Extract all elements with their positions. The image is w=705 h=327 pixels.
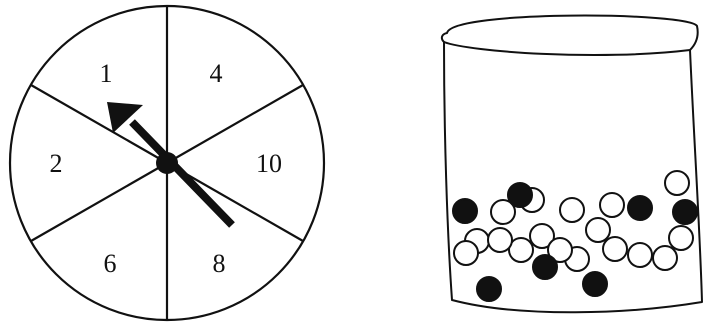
spinner-arrow xyxy=(107,102,232,225)
white-marble xyxy=(653,246,677,270)
black-marble xyxy=(673,200,697,224)
black-marble xyxy=(533,255,557,279)
black-marble xyxy=(508,183,532,207)
spinner-divider xyxy=(167,85,303,163)
section-label-10: 10 xyxy=(256,149,282,178)
section-label-8: 8 xyxy=(213,249,226,278)
white-marble xyxy=(600,193,624,217)
white-marble xyxy=(586,218,610,242)
black-marble xyxy=(628,196,652,220)
jar-body xyxy=(444,42,702,312)
spinner-hub xyxy=(156,152,178,174)
white-marble xyxy=(665,171,689,195)
white-marble xyxy=(669,226,693,250)
white-marble xyxy=(628,243,652,267)
black-marble xyxy=(453,199,477,223)
black-marble xyxy=(583,272,607,296)
section-label-6: 6 xyxy=(104,249,117,278)
jar-rim xyxy=(442,16,698,55)
white-marble xyxy=(560,198,584,222)
section-label-1: 1 xyxy=(100,59,113,88)
white-marble xyxy=(488,228,512,252)
white-marble xyxy=(603,237,627,261)
section-label-4: 4 xyxy=(210,59,223,88)
section-label-2: 2 xyxy=(50,149,63,178)
white-marble xyxy=(454,241,478,265)
marbles xyxy=(453,171,697,301)
black-marble xyxy=(477,277,501,301)
